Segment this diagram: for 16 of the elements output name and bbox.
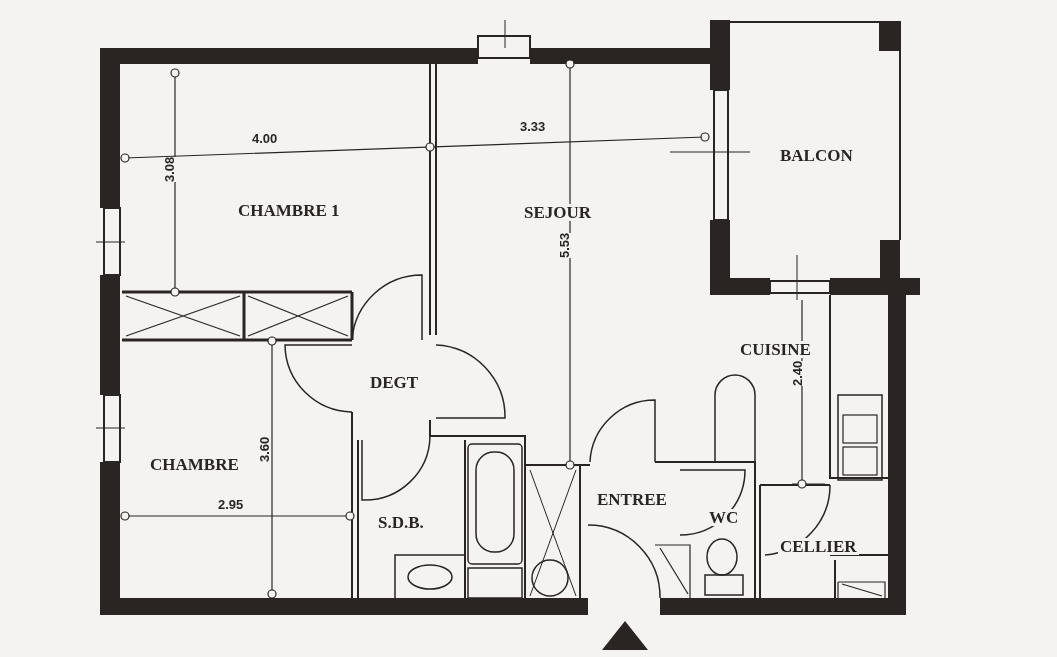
room-label: ENTREE [595,491,669,508]
dimension-label: 3.33 [520,120,546,133]
room-label: SEJOUR [522,204,594,221]
room-label: CHAMBRE [148,456,241,473]
dimension-label: 2.95 [218,498,244,511]
dimension-label: 4.00 [252,132,278,145]
room-label: CUISINE [738,341,813,358]
room-label: DEGT [368,374,421,391]
room-label: S.D.B. [376,514,426,531]
room-label: CHAMBRE 1 [236,202,342,219]
room-label: BALCON [778,147,855,164]
dimension-label: 3.08 [163,156,176,182]
room-label: CELLIER [778,538,859,555]
dimension-label: 3.60 [258,436,271,462]
dimension-label: 5.53 [558,232,571,258]
dimension-label: 2.40 [791,360,804,386]
